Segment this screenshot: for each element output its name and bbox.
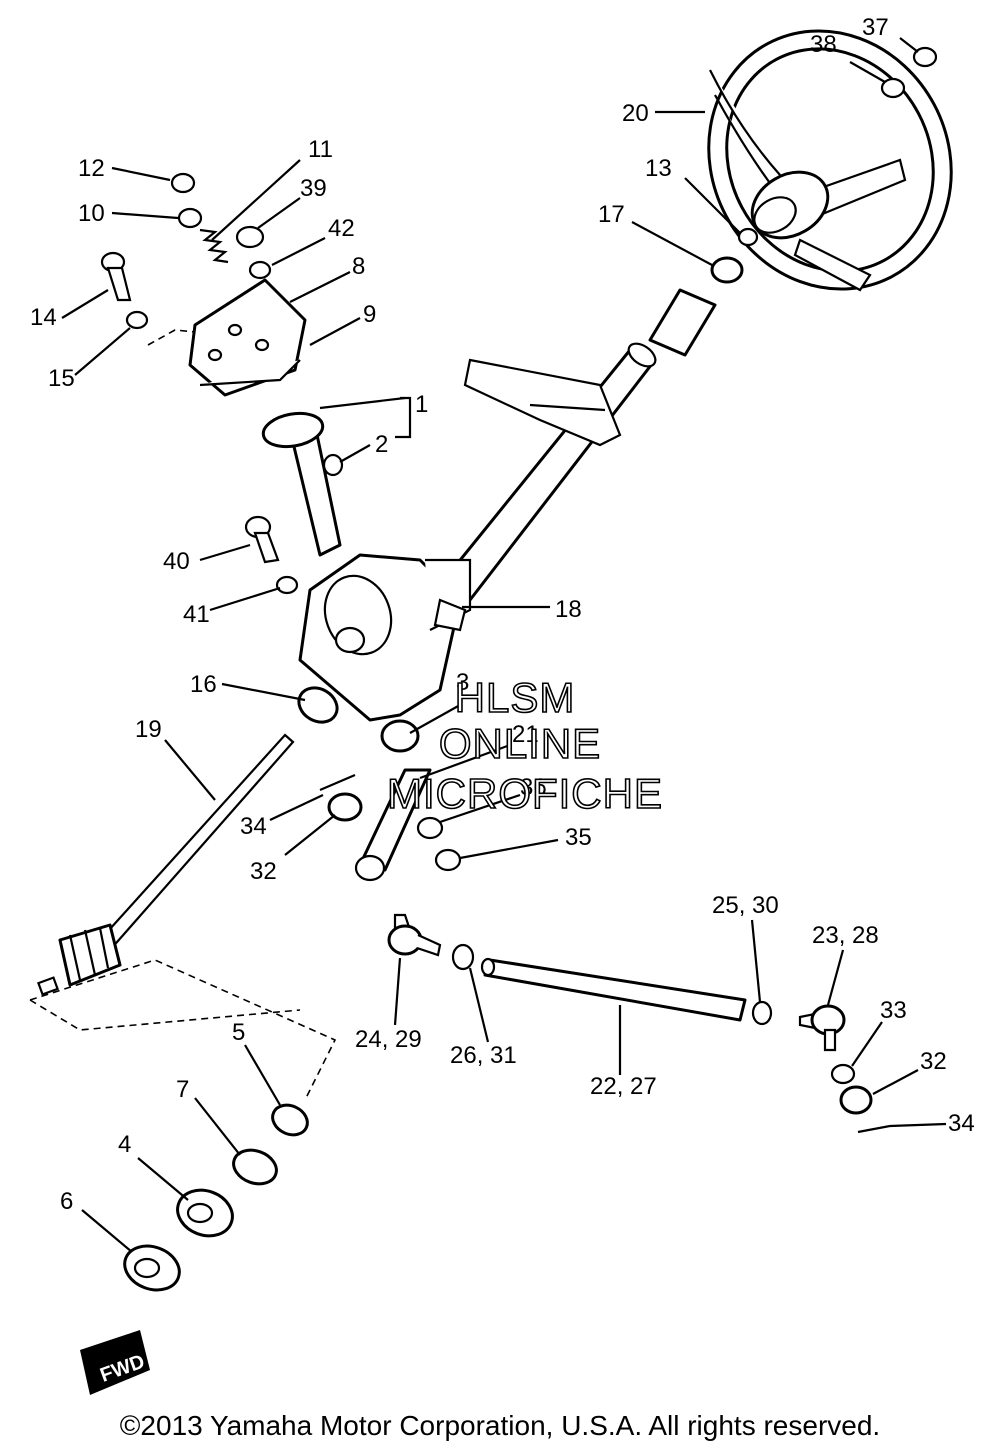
bolt-14 [100,251,132,302]
spring-11 [199,228,229,264]
nut-25-30 [751,1000,773,1026]
callout-40: 40 [163,548,190,575]
callout-1: 1 [415,391,428,418]
callout-22-27: 22, 27 [590,1073,657,1100]
washer-38 [880,77,906,99]
washer-41 [275,575,299,595]
callout-2: 2 [375,431,388,458]
callout-35: 35 [565,824,592,851]
worm-shaft [37,733,295,996]
callout-32-right: 32 [920,1048,947,1075]
callout-20: 20 [622,100,649,127]
steering-column [298,288,717,722]
washer-7 [232,1148,278,1186]
bushing-17 [710,256,744,284]
callout-15: 15 [48,365,75,392]
pitman-shaft [261,411,344,557]
bolt-39 [235,225,265,249]
pitman-arm [354,768,432,882]
watermark-line-2: ONLINE [439,720,601,767]
tie-rod [480,957,747,1022]
leader-lines [61,37,947,1253]
callout-21: 21 [512,721,539,748]
callout-25-30: 25, 30 [712,892,779,919]
callout-38: 38 [810,31,837,58]
callout-12: 12 [78,155,105,182]
ball-joint-24-29 [387,913,442,957]
copyright-notice: ©2013 Yamaha Motor Corporation, U.S.A. A… [119,1410,881,1441]
callout-8: 8 [352,253,365,280]
locknut-6 [123,1244,181,1292]
callout-16: 16 [190,671,217,698]
callout-18: 18 [555,596,582,623]
bearing-16 [297,686,339,724]
nut-32 [327,792,363,822]
callout-4: 4 [118,1131,131,1158]
cotter-pin-34 [319,773,356,792]
callout-10: 10 [78,200,105,227]
callout-33: 33 [880,997,907,1024]
callout-32: 32 [250,858,277,885]
callout-7: 7 [176,1076,189,1103]
callout-23-28: 23, 28 [812,922,879,949]
callout-41: 41 [183,601,210,628]
nut-3 [380,719,420,753]
nut-36 [416,816,444,840]
callout-34: 34 [240,813,267,840]
callouts: 11 39 42 8 9 12 10 14 15 1 2 40 41 18 16… [30,14,975,1215]
callout-3: 3 [456,669,469,696]
callout-34-right: 34 [948,1110,975,1137]
callout-39: 39 [300,175,327,202]
callout-19: 19 [135,716,162,743]
nut-26-31 [451,943,475,971]
callout-26-31: 26, 31 [450,1042,517,1069]
callout-36: 36 [520,774,547,801]
callout-14: 14 [30,304,57,331]
washer-10 [177,207,203,229]
callout-42: 42 [328,215,355,242]
callout-11: 11 [308,136,333,163]
front-indicator-badge: FWD [80,1330,150,1395]
nut-35 [434,848,462,872]
washer-15 [125,310,149,330]
watermark-line-1: HLSM [455,674,576,721]
callout-5: 5 [232,1019,245,1046]
callout-13: 13 [645,155,672,182]
bolt-40 [244,515,280,564]
cotter-pin-34-right [857,1124,891,1134]
watermark: HLSM ONLINE MICROFICHE [386,673,663,818]
washer-33 [830,1063,856,1085]
ball-joint-23-28 [798,1004,846,1052]
nut-37 [912,46,938,68]
callout-24-29: 24, 29 [355,1026,422,1053]
callout-6: 6 [60,1188,73,1215]
nut-13 [737,227,759,247]
callout-37: 37 [862,14,889,41]
watermark-line-3: MICROFICHE [387,770,663,817]
callout-17: 17 [598,201,625,228]
seal-5 [271,1103,309,1137]
cover-plate [188,278,307,397]
callout-9: 9 [363,301,376,328]
nut-32-right [839,1085,873,1115]
washer-42 [248,260,272,280]
adjuster-4 [176,1188,234,1238]
nut-12 [170,172,196,194]
